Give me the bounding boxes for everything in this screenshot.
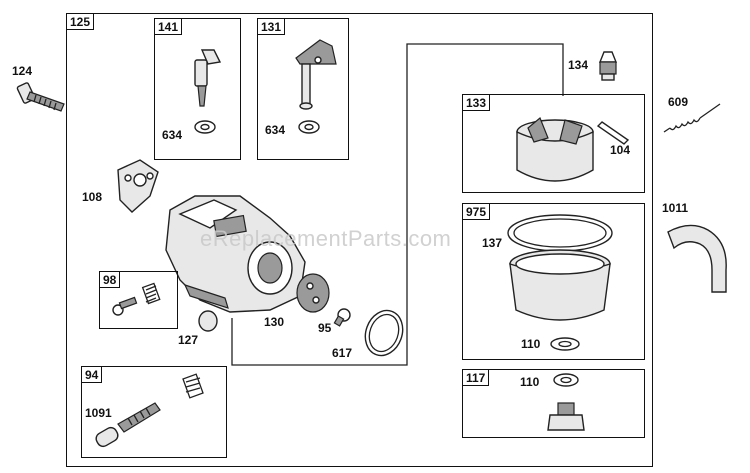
part-127-label: 127 bbox=[178, 333, 199, 347]
connector-line bbox=[231, 43, 564, 366]
group-141-frame: 141 bbox=[154, 18, 241, 160]
part-104-label: 104 bbox=[610, 143, 631, 157]
group-133-frame: 133 bbox=[462, 94, 645, 193]
part-134-jet-drawing bbox=[598, 51, 618, 81]
part-634-label-a: 634 bbox=[162, 128, 183, 142]
part-137-label: 137 bbox=[482, 236, 503, 250]
part-134-label: 134 bbox=[568, 58, 589, 72]
part-609-spring-drawing bbox=[663, 103, 721, 133]
group-125-frame: 125 bbox=[66, 13, 653, 467]
group-131-tag: 131 bbox=[257, 18, 286, 35]
part-98-screw-spring-drawing bbox=[112, 282, 161, 316]
part-108-label: 108 bbox=[82, 190, 103, 204]
part-141-needle-drawing bbox=[194, 49, 222, 134]
group-975-tag: 975 bbox=[462, 203, 491, 220]
part-1011-hose-drawing bbox=[667, 224, 727, 293]
part-609-label: 609 bbox=[668, 95, 689, 109]
part-110-label-b: 110 bbox=[520, 375, 540, 389]
group-141-tag: 141 bbox=[154, 18, 183, 35]
group-125-tag: 125 bbox=[66, 13, 95, 30]
watermark: eReplacementParts.com bbox=[200, 226, 452, 251]
group-133-tag: 133 bbox=[462, 94, 491, 111]
part-124-screw-drawing bbox=[16, 82, 65, 112]
group-975-frame: 975 bbox=[462, 203, 645, 360]
part-1011-label: 1011 bbox=[662, 201, 689, 215]
group-131-frame: 131 bbox=[257, 18, 349, 160]
part-110-label-a: 110 bbox=[521, 337, 541, 351]
part-617-oring-drawing bbox=[364, 309, 404, 357]
group-98-tag: 98 bbox=[99, 271, 121, 288]
part-108-gasket-drawing bbox=[117, 159, 159, 213]
part-130-label: 130 bbox=[264, 315, 285, 329]
group-94-tag: 94 bbox=[81, 366, 103, 383]
group-117-tag: 117 bbox=[462, 369, 490, 386]
part-117-bolt-drawing bbox=[547, 373, 585, 431]
group-117-frame: 117 bbox=[462, 369, 645, 438]
part-95-label: 95 bbox=[318, 321, 332, 335]
part-975-bowl-drawing bbox=[507, 214, 613, 351]
part-94-needle-spring-drawing bbox=[95, 373, 204, 448]
part-133-float-drawing bbox=[516, 117, 630, 182]
carburetor-body-drawing bbox=[165, 195, 306, 313]
part-95-screw-drawing bbox=[333, 308, 351, 327]
part-124-label: 124 bbox=[12, 64, 33, 78]
part-127-plug-drawing bbox=[198, 310, 218, 332]
group-94-frame: 94 bbox=[81, 366, 227, 458]
part-634-label-b: 634 bbox=[265, 123, 286, 137]
part-130-disc-drawing bbox=[296, 273, 330, 313]
group-98-frame: 98 bbox=[99, 271, 178, 329]
part-1091-label: 1091 bbox=[85, 406, 112, 420]
part-131-shaft-drawing bbox=[295, 39, 337, 134]
part-617-label: 617 bbox=[332, 346, 353, 360]
